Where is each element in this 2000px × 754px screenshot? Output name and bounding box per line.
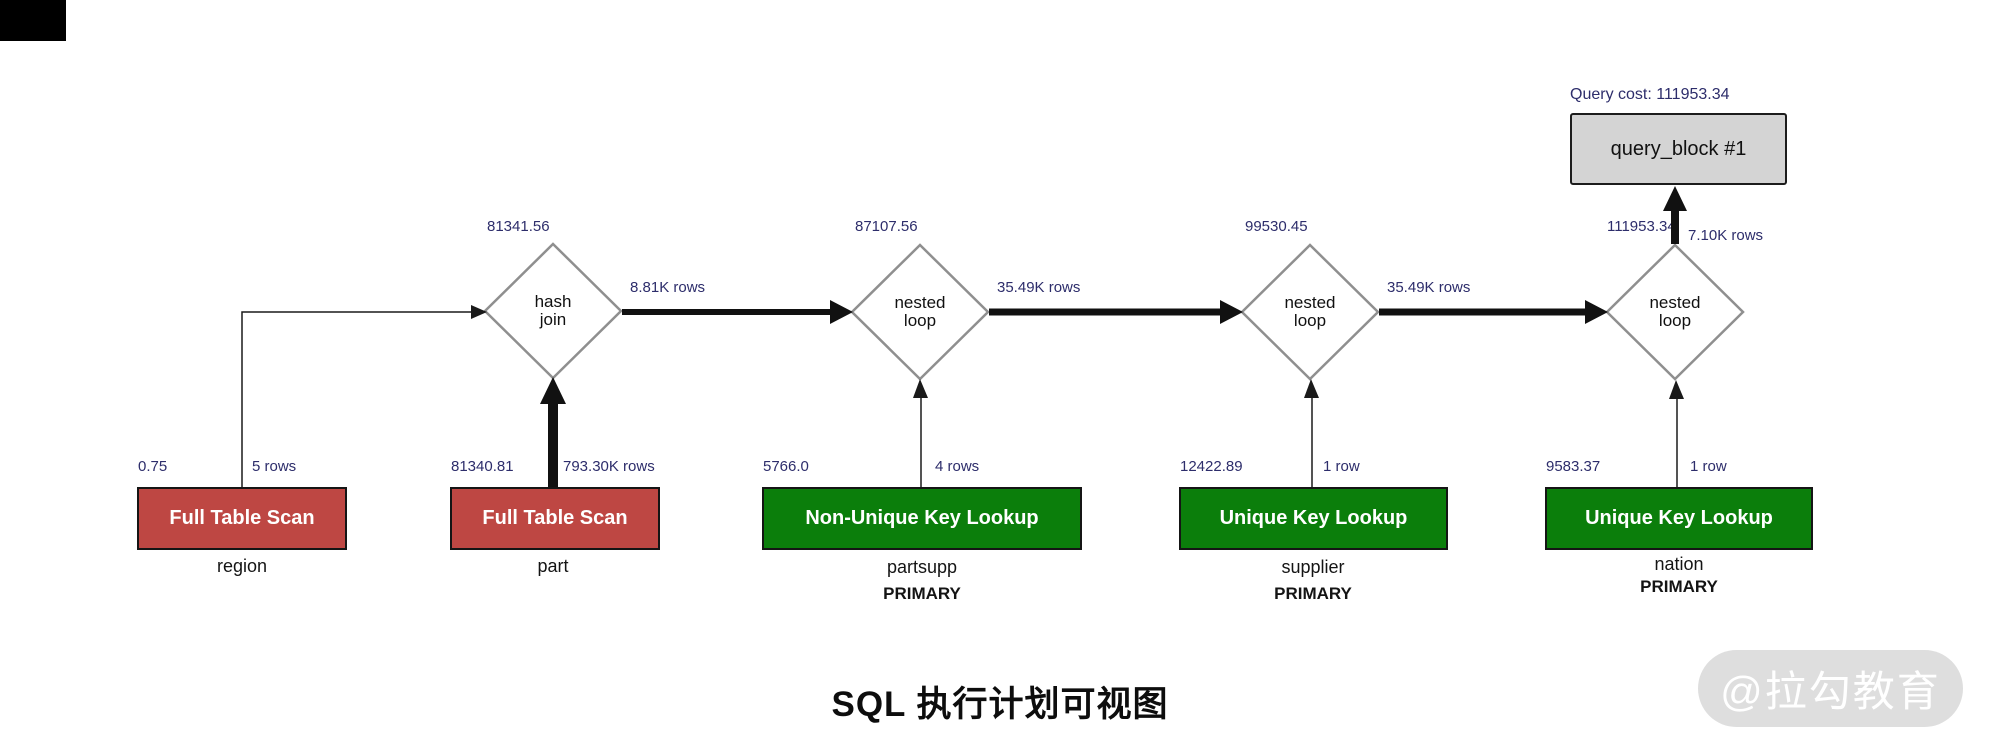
supplier-cost: 12422.89 xyxy=(1180,458,1243,475)
arrowhead-supplier xyxy=(1304,379,1319,398)
part-rows: 793.30K rows xyxy=(563,458,655,475)
rows-nestedloop1-out: 35.49K rows xyxy=(997,279,1081,296)
arrowhead-nestedloop2-out xyxy=(1585,300,1608,324)
nested-loop-3-diamond[interactable] xyxy=(1605,243,1745,381)
part-access-box[interactable]: Full Table Scan xyxy=(450,487,660,550)
diagram-caption: SQL 执行计划可视图 xyxy=(831,685,1169,724)
arrowhead-hashjoin-out xyxy=(830,300,853,324)
rows-hashjoin-out: 8.81K rows xyxy=(630,279,706,296)
nation-cost: 9583.37 xyxy=(1546,458,1601,475)
edge-region-to-hashjoin xyxy=(241,311,472,487)
rows-nestedloop2-out: 35.49K rows xyxy=(1387,279,1471,296)
part-access-label: Full Table Scan xyxy=(482,507,628,529)
partsupp-index-name: PRIMARY xyxy=(883,584,961,603)
nested-loop-1-label: nested loop xyxy=(894,293,946,331)
nation-index-name: PRIMARY xyxy=(1640,577,1718,596)
nested-loop-2-cost: 99530.45 xyxy=(1245,218,1308,235)
partsupp-access-box[interactable]: Non-Unique Key Lookup xyxy=(762,487,1082,550)
nation-table-name: nation xyxy=(1654,554,1704,574)
watermark-text: @拉勾教育 xyxy=(1720,668,1941,715)
partsupp-cost: 5766.0 xyxy=(763,458,809,475)
partsupp-table-name: partsupp xyxy=(886,557,958,577)
region-cost: 0.75 xyxy=(138,458,168,475)
nested-loop-1-cost: 87107.56 xyxy=(855,218,918,235)
arrowhead-nestedloop1-out xyxy=(1220,300,1243,324)
arrowhead-queryblock-in xyxy=(1663,186,1687,211)
region-rows: 5 rows xyxy=(252,458,297,475)
nested-loop-3-label: nested loop xyxy=(1649,293,1701,331)
supplier-access-box[interactable]: Unique Key Lookup xyxy=(1179,487,1448,550)
nested-loop-3-cost: 111953.34 xyxy=(1607,218,1676,235)
supplier-access-label: Unique Key Lookup xyxy=(1219,507,1408,529)
rows-nestedloop3-out: 7.10K rows xyxy=(1688,227,1764,244)
partsupp-access-label: Non-Unique Key Lookup xyxy=(805,507,1039,529)
nested-loop-2-diamond[interactable] xyxy=(1240,243,1380,381)
arrowhead-partsupp xyxy=(913,379,928,398)
query-block-label: query_block #1 xyxy=(1610,137,1747,160)
nested-loop-2-label: nested loop xyxy=(1284,293,1336,331)
part-cost: 81340.81 xyxy=(451,458,514,475)
part-table-name: part xyxy=(537,556,569,576)
region-table-name: region xyxy=(216,556,268,576)
nation-access-box[interactable]: Unique Key Lookup xyxy=(1545,487,1813,550)
supplier-table-name: supplier xyxy=(1281,557,1345,577)
region-access-label: Full Table Scan xyxy=(169,507,315,529)
hash-join-label: hash join xyxy=(534,292,572,330)
corner-black-block xyxy=(0,0,66,41)
nation-access-label: Unique Key Lookup xyxy=(1585,507,1773,529)
query-cost-label: Query cost: 111953.34 xyxy=(1570,86,1730,103)
region-access-box[interactable]: Full Table Scan xyxy=(137,487,347,550)
nation-rows: 1 row xyxy=(1690,458,1727,475)
supplier-index-name: PRIMARY xyxy=(1274,584,1352,603)
supplier-rows: 1 row xyxy=(1323,458,1360,475)
partsupp-rows: 4 rows xyxy=(935,458,980,475)
query-block-node[interactable]: query_block #1 xyxy=(1570,113,1787,185)
arrowhead-region-to-hashjoin xyxy=(471,305,487,319)
arrowhead-part xyxy=(540,377,566,404)
hash-join-cost: 81341.56 xyxy=(487,218,550,235)
arrowhead-nation xyxy=(1669,380,1684,399)
watermark-pill: @拉勾教育 xyxy=(1698,650,1963,727)
